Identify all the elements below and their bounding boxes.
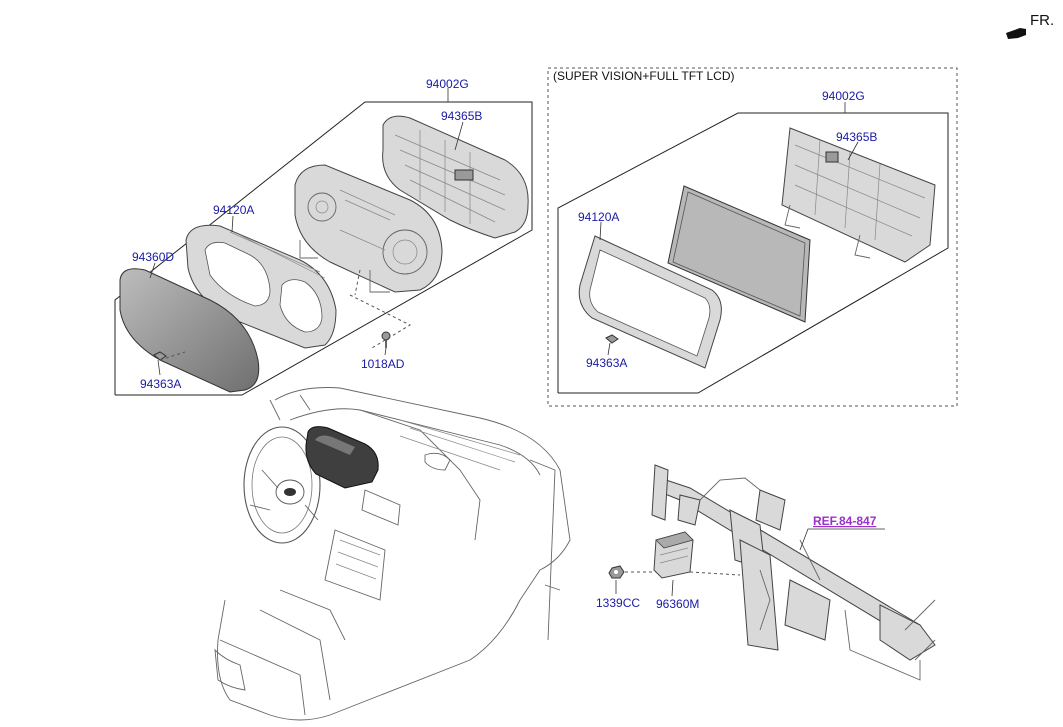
left-label-assembly: 94002G	[426, 77, 469, 91]
left-rear-cover-part	[382, 115, 529, 239]
front-label: FR.	[1030, 12, 1054, 29]
left-screw-part	[381, 331, 391, 348]
right-label-clip: 94363A	[586, 356, 627, 370]
front-direction-indicator: FR.	[1006, 12, 1054, 39]
left-label-screw: 1018AD	[361, 357, 405, 371]
front-arrow-icon	[1006, 28, 1026, 39]
left-label-mask: 94120A	[213, 203, 254, 217]
right-variant-caption: (SUPER VISION+FULL TFT LCD)	[553, 69, 734, 83]
left-label-rear-cover: 94365B	[441, 109, 482, 123]
left-panel-outline	[114, 101, 533, 396]
nut-part	[608, 565, 625, 579]
left-cluster-group: 94002G 94365B 94120A 94360D 94363A 1018A…	[114, 77, 533, 396]
dashboard-illustration	[214, 387, 571, 721]
right-label-assembly: 94002G	[822, 89, 865, 103]
right-rear-cover-part	[781, 127, 936, 263]
control-module-part	[653, 531, 694, 579]
right-label-rear-cover: 94365B	[836, 130, 877, 144]
right-clip-part	[605, 334, 619, 344]
right-label-mask: 94120A	[578, 210, 619, 224]
left-clip-part	[153, 351, 167, 361]
left-mask-part	[185, 224, 337, 349]
left-label-window: 94360D	[132, 250, 174, 264]
right-lcd-display-part	[667, 185, 811, 323]
right-panel-outline	[557, 112, 949, 394]
right-mask-part	[578, 235, 722, 369]
dashboard-cluster-highlight	[305, 426, 379, 489]
right-cluster-group: (SUPER VISION+FULL TFT LCD)	[547, 67, 958, 407]
left-window-part	[119, 268, 260, 393]
cross-member-group: REF.84-847 1339CC 96360M	[596, 464, 936, 681]
left-gauge-face-part	[294, 164, 443, 293]
lower-label-nut: 1339CC	[596, 596, 640, 610]
right-variant-enclosure	[547, 67, 958, 407]
left-label-clip: 94363A	[140, 377, 181, 391]
reference-link-label[interactable]: REF.84-847	[813, 514, 877, 528]
lower-label-module: 96360M	[656, 597, 699, 611]
